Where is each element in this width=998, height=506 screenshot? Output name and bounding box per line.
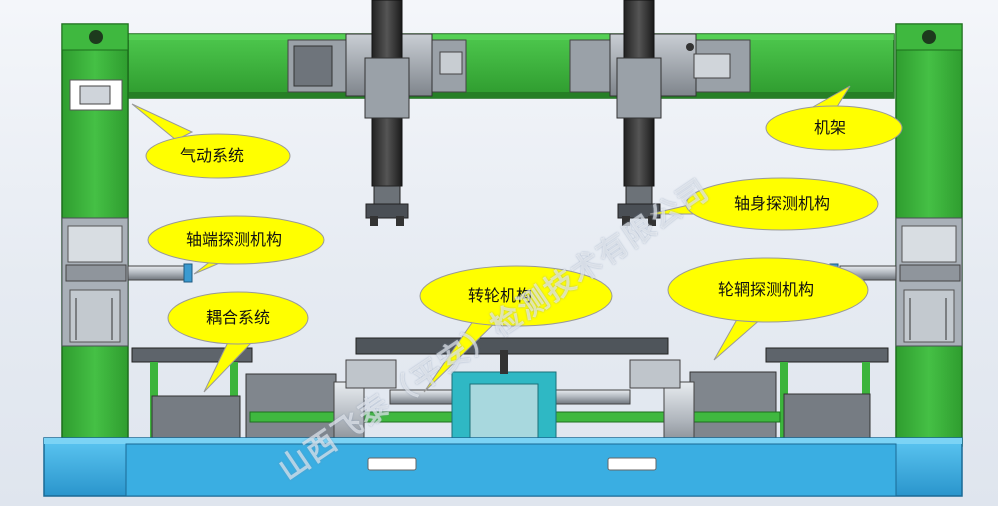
probe-column-left [364, 0, 410, 226]
label-pneumatic: 气动系统 [180, 146, 245, 165]
top-beam [127, 33, 895, 99]
callout-pneumatic [131, 103, 291, 179]
callout-axle-end [147, 215, 325, 275]
callout-rim [667, 257, 869, 361]
left-column [61, 23, 129, 447]
label-axle-end: 轴端探测机构 [186, 230, 283, 249]
label-axle-body: 轴身探测机构 [734, 194, 831, 213]
label-coupling: 耦合系统 [206, 308, 271, 327]
callout-axle-body [649, 177, 879, 231]
axle-end-probe-left [127, 263, 193, 283]
callout-frame [765, 85, 903, 151]
probe-column-right [616, 0, 662, 226]
label-turning-wheel: 转轮机构 [468, 286, 533, 305]
wheel-set [245, 337, 781, 459]
label-rim: 轮辋探测机构 [718, 280, 815, 299]
coupling-tank-right [765, 347, 889, 441]
base-platform [43, 437, 963, 497]
right-column [895, 23, 963, 447]
coupling-tank-left [131, 347, 253, 441]
callout-coupling [167, 291, 309, 393]
callout-turning-wheel [419, 265, 613, 393]
label-frame: 机架 [814, 118, 847, 137]
